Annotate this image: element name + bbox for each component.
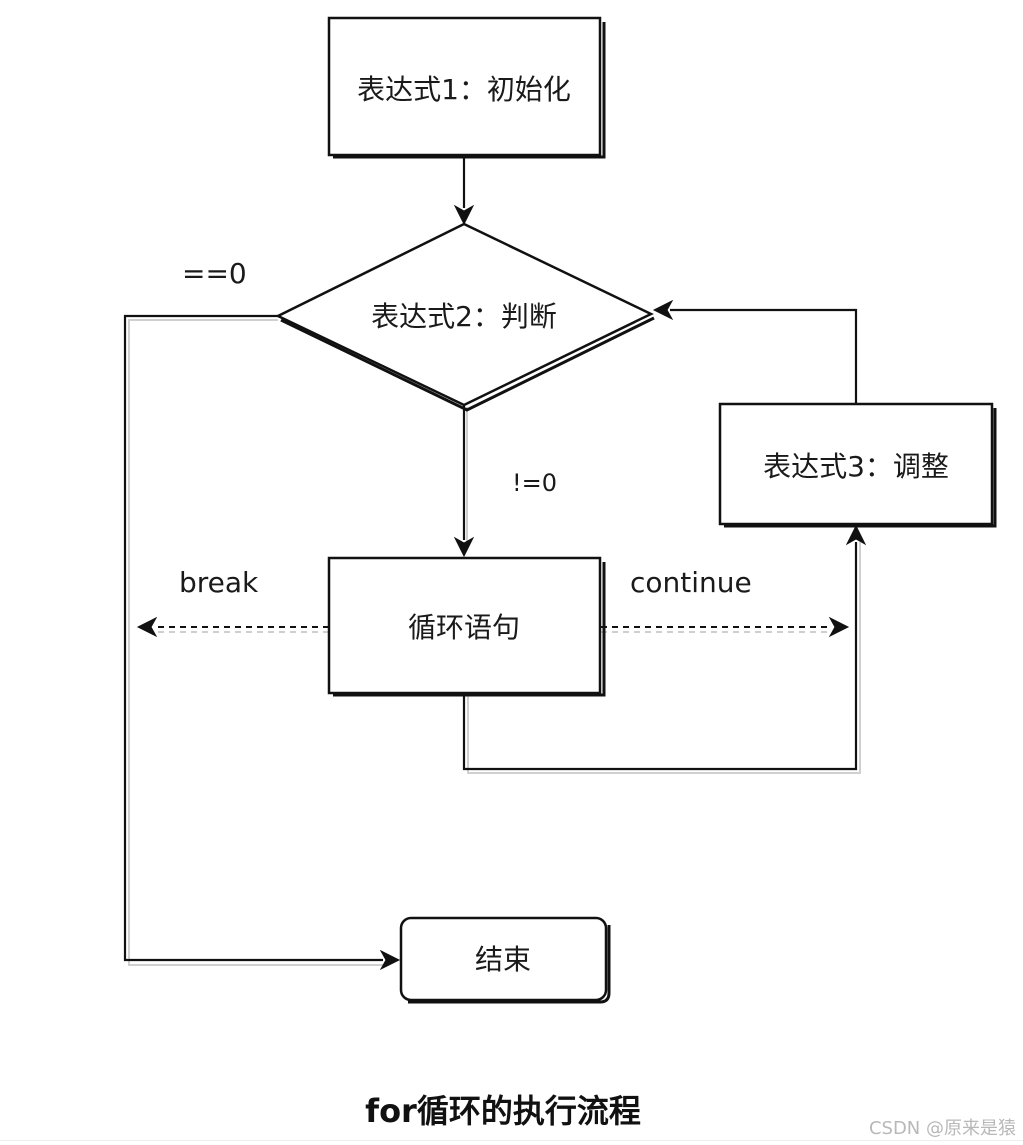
diagram-caption: for循环的执行流程: [365, 1092, 641, 1130]
edge-body-to-adjust: [462, 524, 867, 774]
node-body-label: 循环语句: [408, 611, 520, 644]
edge-judge-to-body: [453, 405, 475, 558]
bottom-divider: [0, 1140, 1023, 1141]
label-break: break: [179, 566, 259, 599]
node-init: 表达式1：初始化: [327, 16, 606, 159]
node-end-label: 结束: [475, 943, 531, 976]
node-init-label: 表达式1：初始化: [357, 73, 571, 106]
node-judge-label: 表达式2：判断: [371, 300, 557, 333]
node-end: 结束: [399, 916, 611, 1004]
label-eq-zero: ==0: [182, 257, 247, 290]
label-continue: continue: [630, 566, 752, 599]
node-adjust: 表达式3：调整: [718, 402, 997, 528]
edge-continue: [601, 616, 850, 638]
edge-adjust-to-judge: [652, 299, 858, 404]
edge-init-to-judge: [453, 157, 475, 226]
watermark: CSDN @原来是猿: [869, 1118, 1016, 1139]
node-adjust-label: 表达式3：调整: [763, 450, 949, 483]
edge-break: [136, 616, 329, 638]
node-judge: 表达式2：判断: [275, 222, 655, 412]
edge-judge-to-end: [123, 314, 401, 971]
label-ne-zero: !=0: [512, 469, 557, 497]
node-body: 循环语句: [327, 556, 606, 697]
